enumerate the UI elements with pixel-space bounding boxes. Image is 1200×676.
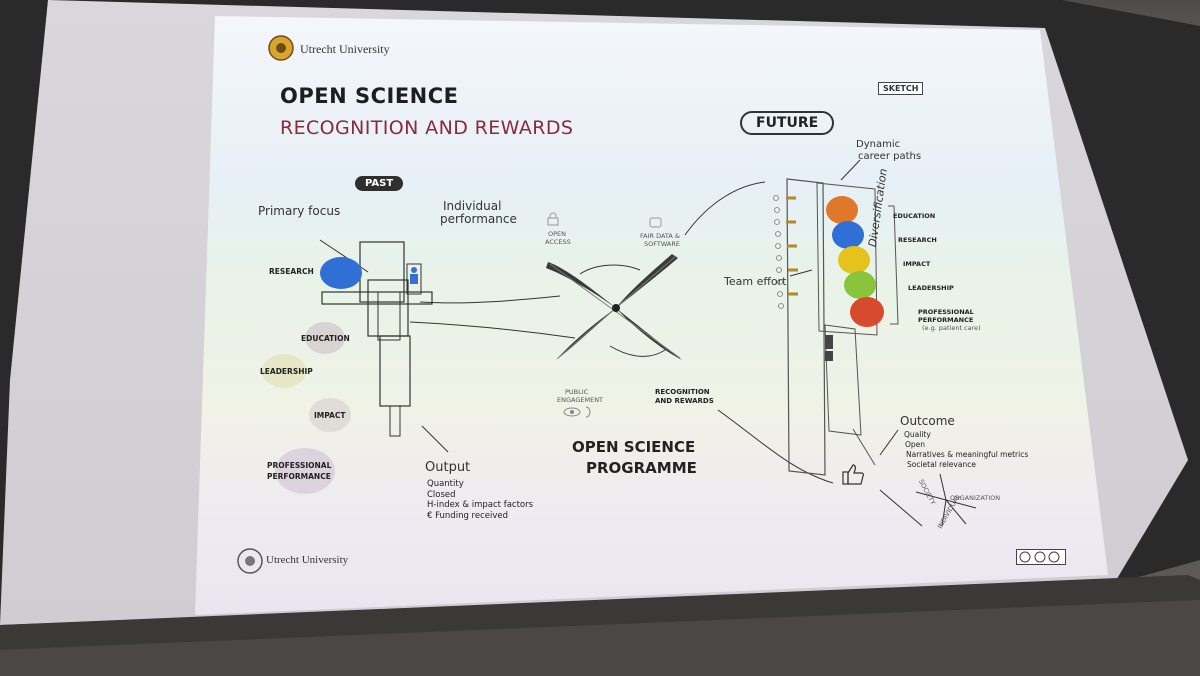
lock-icon xyxy=(547,212,559,226)
output-item-2: Closed xyxy=(427,490,456,500)
output-item-3: H-index & impact factors xyxy=(427,500,534,510)
ruler-ticks-icon xyxy=(773,195,798,309)
public-engagement-label-2: ENGAGEMENT xyxy=(557,396,604,404)
future-circle-impact xyxy=(838,246,870,274)
programme-label-1: OPEN SCIENCE xyxy=(572,438,696,456)
dynamic-career-label-1: Dynamic xyxy=(856,139,901,150)
open-access-label-2: ACCESS xyxy=(545,238,571,246)
axes-arrows-icon xyxy=(915,473,977,527)
outcome-item-1: Quality xyxy=(904,430,931,439)
past-area-education: EDUCATION xyxy=(301,334,350,343)
future-area-education: EDUCATION xyxy=(893,212,936,220)
future-caliper-illustration xyxy=(786,178,878,476)
future-area-professional: PROFESSIONAL xyxy=(918,308,974,316)
past-area-impact: IMPACT xyxy=(314,411,346,420)
eye-ear-icon xyxy=(563,406,591,418)
data-icon xyxy=(649,217,662,228)
individual-label-2: performance xyxy=(440,212,517,226)
past-area-leadership: LEADERSHIP xyxy=(260,367,313,376)
university-footer-seal-icon xyxy=(237,548,263,574)
future-area-note: (e.g. patient care) xyxy=(922,324,981,332)
future-area-performance: PERFORMANCE xyxy=(918,316,974,324)
research-circle xyxy=(320,257,362,289)
university-footer: Utrecht University xyxy=(266,554,349,566)
outcome-heading: Outcome xyxy=(900,414,955,428)
future-area-leadership: LEADERSHIP xyxy=(908,284,954,292)
outcome-item-2: Open xyxy=(905,440,926,449)
fair-data-label-2: SOFTWARE xyxy=(644,240,680,248)
output-item-4: € Funding received xyxy=(427,511,509,521)
thumbs-up-icon xyxy=(842,464,865,485)
programme-label-2: PROGRAMME xyxy=(586,459,697,477)
output-item-1: Quantity xyxy=(427,479,464,489)
team-effort-label: Team effort xyxy=(724,275,787,288)
fair-data-label-1: FAIR DATA & xyxy=(640,232,680,240)
recognition-label-1: RECOGNITION xyxy=(655,388,710,396)
dynamic-career-label-2: career paths xyxy=(858,151,922,162)
future-area-research: RESEARCH xyxy=(898,236,937,244)
outcome-item-4: Societal relevance xyxy=(907,460,976,469)
primary-focus-label: Primary focus xyxy=(258,204,341,218)
individual-label-1: Individual xyxy=(443,199,502,213)
public-engagement-label-1: PUBLIC xyxy=(565,388,589,396)
future-circle-education xyxy=(826,196,858,224)
page-subtitle: RECOGNITION AND REWARDS xyxy=(280,117,574,139)
leadership-circle xyxy=(262,354,306,388)
propeller-icon xyxy=(546,254,682,360)
university-header: Utrecht University xyxy=(300,42,390,56)
future-circle-research xyxy=(832,221,864,249)
axis-organization: ORGANIZATION xyxy=(950,494,1001,502)
past-area-research: RESEARCH xyxy=(269,267,314,276)
future-area-impact: IMPACT xyxy=(903,260,931,268)
output-heading: Output xyxy=(425,460,471,475)
university-seal-icon xyxy=(268,35,294,61)
recognition-label-2: AND REWARDS xyxy=(655,397,714,405)
future-badge: FUTURE xyxy=(740,111,835,135)
outcome-item-3: Narratives & meaningful metrics xyxy=(906,450,1029,459)
open-access-label-1: OPEN xyxy=(548,230,567,238)
creative-commons-icon xyxy=(1016,549,1066,565)
past-area-performance: PERFORMANCE xyxy=(267,472,331,481)
past-area-professional: PROFESSIONAL xyxy=(267,461,332,470)
impact-circle xyxy=(309,398,351,432)
education-circle xyxy=(305,322,345,354)
sketch-tag: SKETCH xyxy=(878,82,924,95)
future-circle-professional xyxy=(850,297,884,327)
past-badge: PAST xyxy=(355,176,404,191)
page-title: OPEN SCIENCE xyxy=(280,84,459,108)
future-circle-leadership xyxy=(844,271,876,299)
professional-circle xyxy=(275,448,335,494)
diversification-bracket xyxy=(888,205,899,325)
